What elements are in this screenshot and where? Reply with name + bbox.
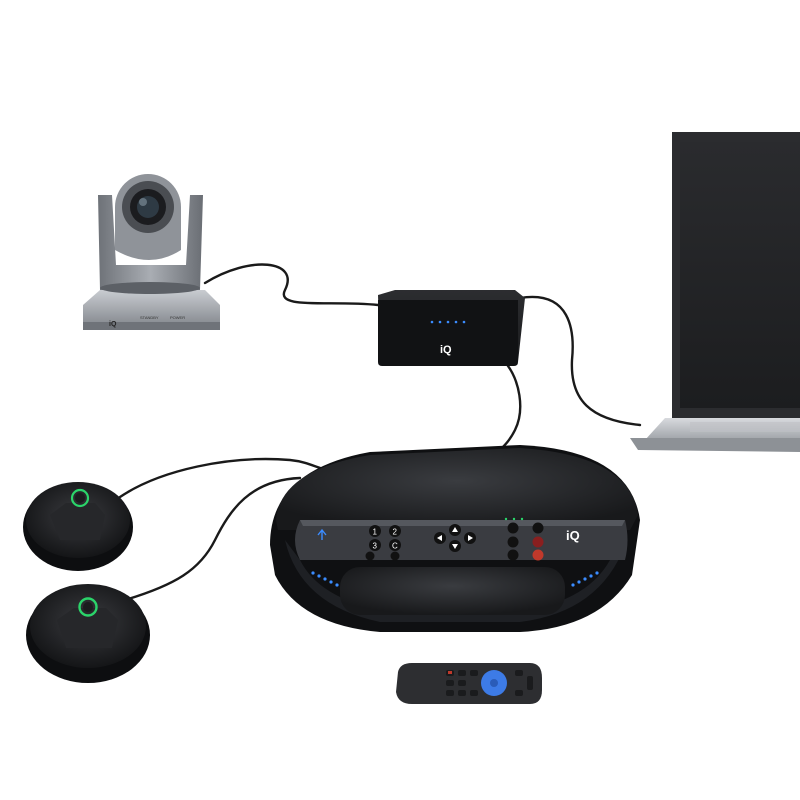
side-leds: [311, 571, 599, 587]
hub-leds: [430, 320, 466, 324]
mute-icon: [507, 522, 519, 534]
direction-pad: [434, 524, 476, 552]
bluetooth-button-icon: [507, 536, 519, 548]
zoom-out-icon: [365, 551, 375, 561]
cables: [118, 263, 642, 602]
remote-control-icon: [396, 663, 542, 704]
camera-base-labels: iQ STANDBY POWER: [109, 315, 185, 328]
key-1: 1: [373, 528, 378, 537]
call-icon: [507, 549, 519, 561]
microphone-icon: [26, 584, 150, 683]
hangup-icon: [532, 549, 544, 561]
key-c: C: [392, 542, 398, 551]
volume-icon: [532, 522, 544, 534]
call-buttons: [504, 517, 544, 561]
key-3: 3: [373, 542, 378, 551]
key-2: 2: [393, 528, 398, 537]
mic2-status-ring: [78, 597, 98, 617]
hub-to-speaker-cable: [498, 360, 522, 452]
mic1-status-ring: [70, 488, 90, 508]
camera-cable: [203, 263, 380, 307]
hub-box-icon: iQ: [378, 290, 525, 366]
mic2-cable: [123, 476, 302, 602]
standby-label: STANDBY: [140, 315, 159, 320]
laptop-icon: [630, 132, 800, 452]
power-label: POWER: [170, 315, 185, 320]
speakerphone-logo: iQ: [566, 528, 580, 543]
bluetooth-icon: [317, 528, 327, 540]
laptop-cable: [518, 295, 642, 427]
mic1-cable: [118, 457, 332, 499]
keypad: 1 2 3 C: [365, 525, 401, 561]
speakerphone-icon: 1 2 3 C iQ: [270, 445, 640, 632]
microphone-icon: [23, 482, 133, 571]
ptz-camera-icon: iQ STANDBY POWER: [83, 174, 220, 330]
record-icon: [532, 536, 544, 548]
camera-logo: iQ: [109, 321, 117, 328]
hub-logo: iQ: [440, 344, 452, 356]
zoom-in-icon: [390, 551, 400, 561]
